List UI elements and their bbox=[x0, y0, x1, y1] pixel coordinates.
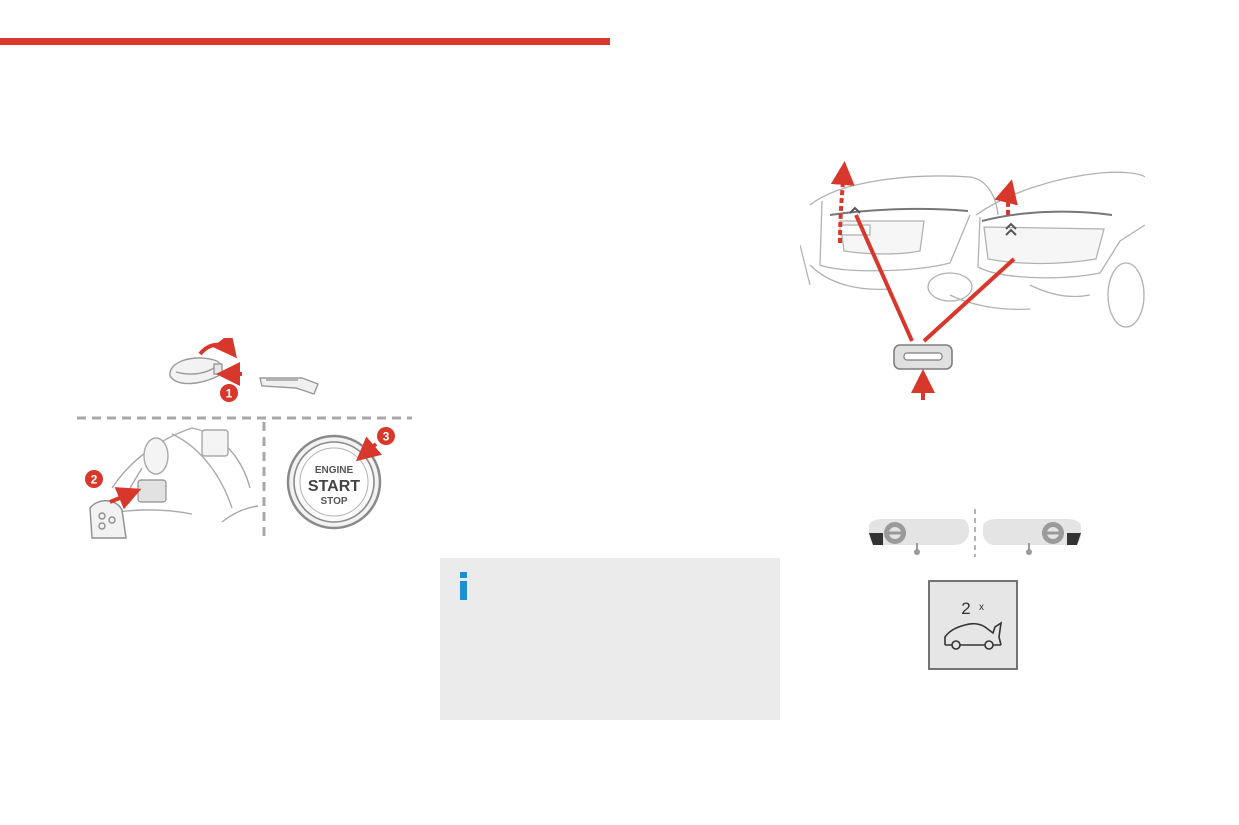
fob-reader-slot bbox=[137, 479, 167, 503]
press-arrow bbox=[355, 436, 382, 462]
boot-control-illustration: 2 x bbox=[869, 509, 1081, 670]
door-handle-drawing bbox=[169, 357, 223, 385]
brand-logo-right bbox=[1005, 222, 1017, 236]
info-box bbox=[440, 558, 780, 720]
button-label-engine: ENGINE bbox=[315, 465, 354, 476]
callout-2: 2 bbox=[91, 473, 98, 487]
press-count-symbol: x bbox=[979, 602, 984, 613]
dashboard-lhd-drawing bbox=[869, 519, 969, 555]
header-rule bbox=[0, 38, 610, 45]
boot-lift-arrow-right bbox=[994, 179, 1018, 216]
switch-pad bbox=[903, 352, 943, 361]
info-icon bbox=[460, 572, 467, 600]
key-fob-drawing bbox=[89, 500, 127, 539]
lift-arrow bbox=[198, 338, 238, 359]
callout-1-badge bbox=[220, 384, 238, 402]
callout-1: 1 bbox=[226, 387, 233, 401]
brand-logo-left bbox=[849, 206, 861, 214]
sedan-rear-drawing bbox=[949, 171, 1145, 328]
switch-pointer-lines bbox=[854, 214, 1016, 343]
boot-opening-illustration bbox=[800, 161, 1145, 400]
car-boot-open-icon bbox=[944, 621, 1003, 650]
button-label-stop: STOP bbox=[320, 496, 347, 507]
suv-rear-drawing bbox=[800, 175, 999, 302]
emergency-key-drawing bbox=[259, 377, 319, 395]
boot-lift-arrow-left bbox=[830, 161, 855, 244]
press-count: 2 bbox=[961, 599, 970, 618]
button-label-start: START bbox=[308, 478, 360, 495]
boot-open-button bbox=[928, 580, 1018, 670]
fob-arrow bbox=[109, 487, 142, 510]
steering-column-drawing bbox=[91, 427, 259, 523]
dashboard-rhd-drawing bbox=[983, 519, 1081, 555]
callout-3: 3 bbox=[383, 430, 390, 444]
callout-2-badge bbox=[85, 470, 103, 488]
engine-start-illustration: 1 2 ENGINE START STOP 3 bbox=[77, 338, 412, 539]
callout-3-badge bbox=[377, 427, 395, 445]
